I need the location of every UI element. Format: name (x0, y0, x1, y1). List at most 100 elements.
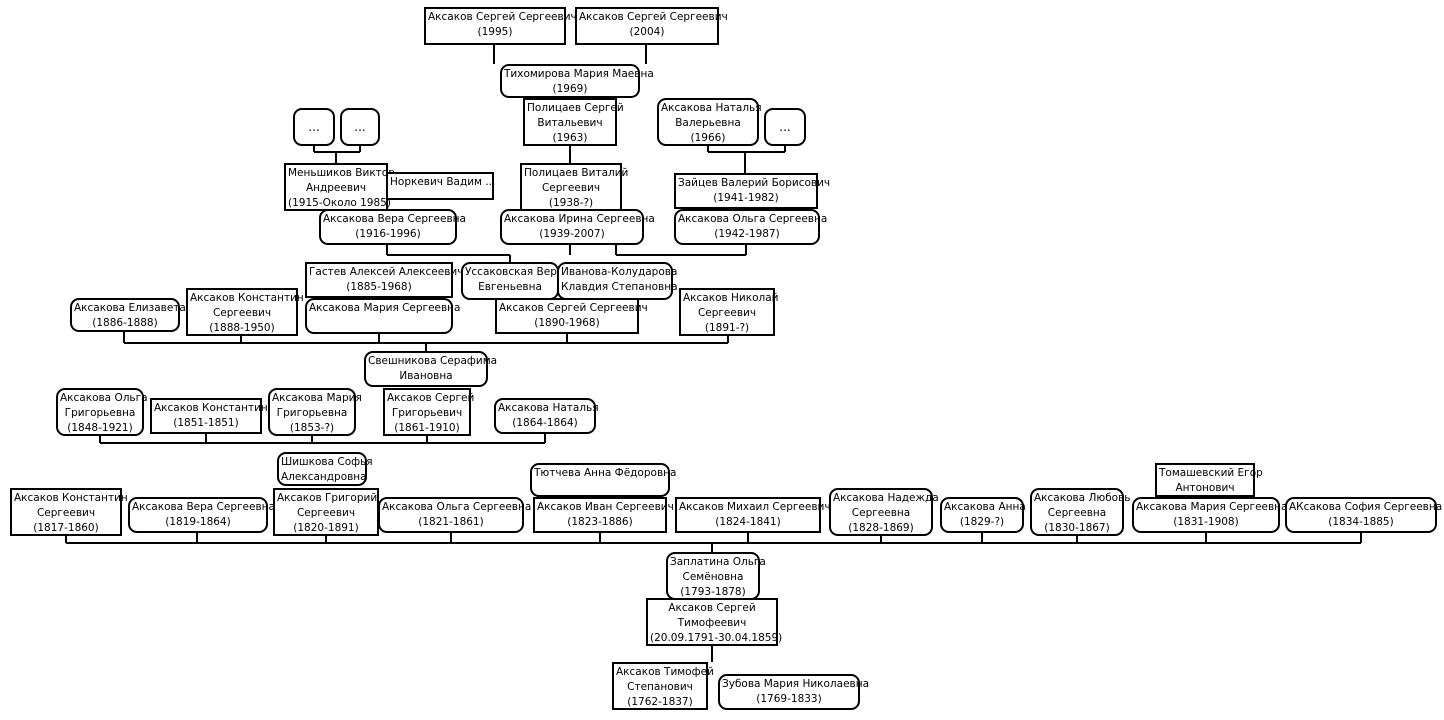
person-detail: (1966) (690, 132, 726, 144)
person-node[interactable]: Тихомирова Мария Маевна(1969) (500, 64, 654, 98)
person-name: Аксакова Ольга (60, 392, 148, 404)
person-name: ... (354, 119, 366, 134)
person-name: Аксаков Сергей (387, 392, 475, 404)
person-detail: (1823-1886) (567, 516, 633, 528)
person-detail: Ивановна (399, 370, 453, 382)
person-node[interactable]: Аксакова Вера Сергеевна(1916-1996) (319, 209, 466, 245)
person-detail: (1817-1860) (33, 522, 99, 534)
person-detail: Евгеньевна (478, 281, 542, 293)
more-ancestors-node[interactable]: ... (764, 108, 806, 146)
person-node[interactable]: Аксаков Сергей Сергеевич (1995) (424, 7, 577, 45)
person-detail: (1890-1968) (534, 317, 600, 329)
person-detail: (1891-?) (704, 322, 750, 334)
person-node[interactable]: Норкевич Вадим ... (386, 172, 495, 200)
person-name: Меньшиков Виктор (288, 167, 395, 179)
person-name: Гастев Алексей Алексеевич (309, 266, 464, 278)
person-detail: (1941-1982) (713, 192, 779, 204)
person-detail: (20.09.1791-30.04.1859) (650, 632, 783, 644)
person-name: ... (779, 119, 791, 134)
person-detail: (1942-1987) (714, 228, 780, 240)
person-name: Тихомирова Мария Маевна (504, 68, 654, 80)
person-node[interactable]: Аксаков Иван Сергеевич (1823-1886) (533, 497, 674, 533)
person-name: Тютчева Анна Фёдоровна (534, 467, 677, 479)
person-detail: Сергеевна (851, 507, 911, 519)
person-node[interactable]: Аксакова Мария Сергеевна(1831-1908) (1132, 497, 1288, 533)
person-detail: (1939-2007) (539, 228, 605, 240)
person-node[interactable]: Аксакова Ольга Сергеевна(1821-1861) (378, 497, 531, 533)
person-node[interactable]: АКсакова София Сергеевна(1834-1885) (1285, 497, 1442, 533)
person-name: Заплатина Ольга (670, 556, 766, 568)
person-detail: Валерьевна (675, 117, 741, 129)
person-name: Аксакова Елизавета (74, 302, 186, 314)
person-name: Аксакова Ольга Сергеевна (678, 213, 828, 225)
person-detail: (1995) (477, 26, 513, 38)
person-detail: (1851-1851) (173, 417, 239, 429)
person-detail: (1888-1950) (209, 322, 275, 334)
person-detail: Степанович (627, 681, 693, 693)
person-detail: (1824-1841) (715, 516, 781, 528)
person-detail: Тимофеевич (677, 617, 747, 629)
person-node[interactable]: Аксакова Анна(1829-?) (940, 497, 1026, 533)
person-node[interactable]: Тютчева Анна Фёдоровна (530, 463, 677, 497)
person-node[interactable]: Аксакова Елизавета (1886-1888) (70, 298, 186, 332)
person-name: Аксаков Константин (190, 292, 304, 304)
person-node[interactable]: Аксакова Ирина Сергеевна(1939-2007) (500, 209, 655, 245)
person-node[interactable]: Аксакова Ольга Сергеевна (1942-1987) (674, 209, 828, 245)
person-detail: Григорьевич (391, 407, 463, 419)
person-node[interactable]: Аксаков Михаил Сергеевич (1824-1841) (675, 497, 831, 533)
person-detail: (1828-1869) (848, 522, 914, 534)
person-detail: (1821-1861) (418, 516, 484, 528)
person-detail: (1886-1888) (92, 317, 158, 329)
person-node[interactable]: Зайцев Валерий Борисович(1941-1982) (674, 173, 830, 209)
person-name: Уссаковская Вера (465, 266, 564, 278)
more-ancestors-node[interactable]: ... (293, 108, 335, 146)
person-name: Иванова-Колударова (561, 266, 678, 278)
person-detail: Александровна (281, 471, 367, 483)
person-name: Аксаков Тимофей (616, 666, 714, 678)
person-node[interactable]: Аксаков Константин(1851-1851) (150, 398, 268, 434)
person-name: Аксакова Наталья (661, 102, 762, 114)
more-ancestors-node[interactable]: ... (340, 108, 380, 146)
person-name: Аксаков Михаил Сергеевич (679, 501, 831, 513)
person-detail: Сергеевич (296, 507, 356, 519)
person-detail: (1853-?) (289, 422, 335, 434)
person-node[interactable]: Гастев Алексей Алексеевич(1885-1968) (305, 262, 464, 298)
person-name: Аксакова Наталья (498, 402, 599, 414)
person-node[interactable]: Аксаков Сергей Сергеевич(1890-1968) (495, 298, 648, 334)
person-name: Аксаков Сергей Сергеевич (428, 11, 577, 23)
person-detail: Сергеевич (36, 507, 96, 519)
person-node[interactable]: Аксакова Мария Сергеевна (305, 298, 460, 334)
person-node[interactable]: Зубова Мария Николаевна(1769-1833) (718, 674, 869, 710)
person-node[interactable]: Аксакова Наталья(1864-1864) (494, 398, 599, 434)
person-name: Томашевский Егор (1159, 467, 1263, 479)
person-name: Аксакова Мария Сергеевна (1136, 501, 1288, 513)
person-detail: (1769-1833) (756, 693, 822, 705)
person-name: Аксаков Иван Сергеевич (537, 501, 674, 513)
person-detail: (1793-1878) (680, 586, 746, 598)
person-node[interactable]: Аксакова Вера Сергеевна(1819-1864) (128, 497, 275, 533)
person-detail: (1830-1867) (1044, 522, 1110, 534)
person-node[interactable]: Аксаков Сергей Сергеевич(2004) (575, 7, 728, 45)
